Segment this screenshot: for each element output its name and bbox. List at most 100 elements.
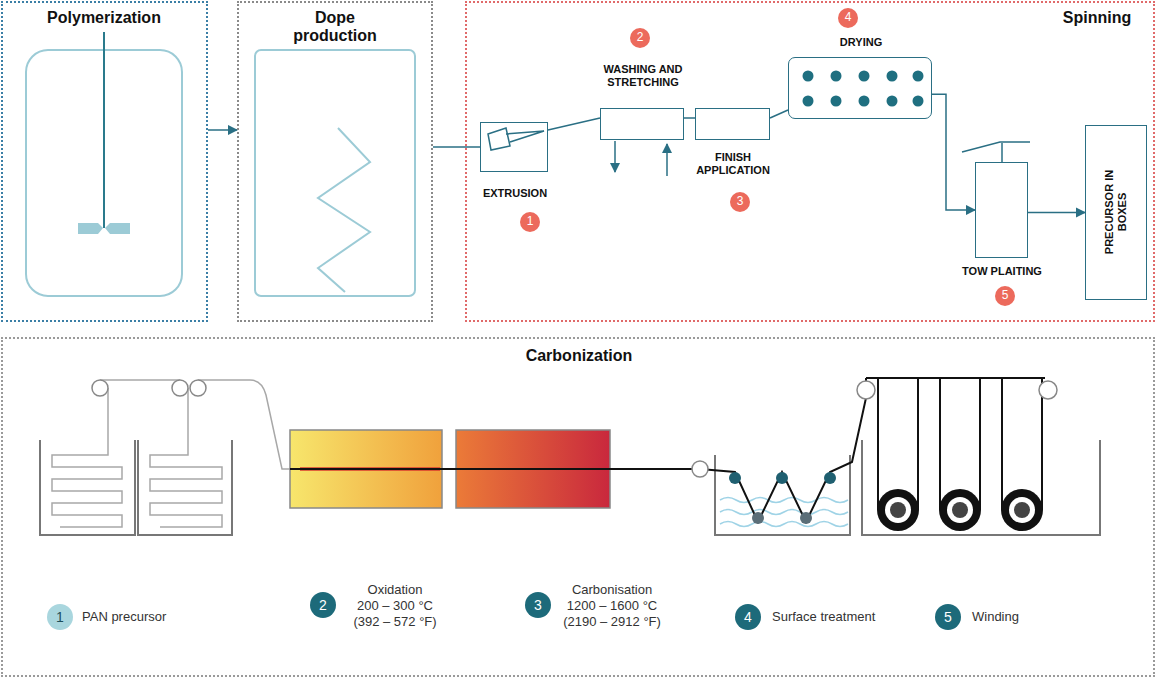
precursor-creel-bath: [40, 380, 290, 535]
winder: [1014, 502, 1030, 518]
spinneret-icon: [488, 128, 510, 150]
winder: [857, 381, 875, 399]
process-box: WASHING AND STRETCHING: [600, 108, 684, 140]
precursor-creel-bath: [172, 380, 188, 396]
step-caption: Carbonisation: [572, 583, 652, 598]
winder: [939, 489, 981, 531]
dope-mixer: [255, 50, 415, 296]
callout-number: 3: [525, 592, 551, 618]
winder: [1001, 489, 1043, 531]
callout-number: 5: [935, 604, 961, 630]
stage-panel: Polymerization: [1, 1, 208, 322]
winder: [1009, 497, 1035, 523]
surface-treatment-bath: [752, 512, 764, 524]
winder: [890, 502, 906, 518]
dryer-roller: [887, 71, 898, 82]
precursor-creel-bath: [52, 388, 122, 527]
stage-title: Carbonization: [479, 347, 679, 365]
process-box: EXTRUSION: [480, 122, 548, 172]
bath-flow-arrow: [614, 141, 616, 172]
step-caption: (2190 – 2912 °F): [563, 615, 661, 630]
plaiter-lid: [962, 142, 1030, 152]
dryer-roller: [803, 71, 924, 107]
dryer-roller: [913, 96, 924, 107]
surface-treatment-bath: [720, 498, 848, 527]
flow-connector: [433, 146, 480, 148]
flow-connector: [548, 118, 600, 130]
dryer-roller: [913, 71, 924, 82]
spinneret-icon: [488, 128, 544, 150]
fibre-tow: [290, 469, 700, 470]
dope-mixer: [318, 128, 370, 292]
step-label: TOW PLAITING: [947, 265, 1057, 278]
winder: [857, 378, 1100, 535]
callout-number: 4: [735, 604, 761, 630]
bath-flow-arrow: [615, 141, 667, 176]
step-caption: 200 – 300 °C: [357, 599, 433, 614]
surface-treatment-bath: [692, 461, 708, 477]
dryer-roller: [859, 71, 870, 82]
step-caption: Oxidation: [368, 583, 423, 598]
process-box: DRYING: [788, 57, 932, 119]
plaiter-lid: [1001, 143, 1003, 162]
winder: [1039, 381, 1057, 399]
precursor-creel-bath: [92, 380, 108, 396]
step-caption: (392 – 572 °F): [353, 615, 436, 630]
surface-treatment-bath: [692, 378, 866, 535]
dryer-roller: [831, 96, 842, 107]
tow-line: [684, 110, 788, 118]
dope-mixer: [255, 50, 415, 296]
fibre-tow: [290, 468, 700, 470]
stage-panel: EXTRUSIONWASHING AND STRETCHINGFINISH AP…: [465, 1, 1155, 322]
step-caption: Winding: [972, 610, 1019, 625]
winder: [952, 502, 968, 518]
winder: [877, 489, 919, 531]
step-caption: 1200 – 1600 °C: [567, 599, 658, 614]
dryer-roller: [887, 96, 898, 107]
stage-title: Dope production: [275, 9, 395, 46]
surface-treatment-bath: [800, 512, 812, 524]
reactor-vessel: [26, 32, 182, 296]
process-box: FINISH APPLICATION: [695, 108, 770, 140]
step-caption: Surface treatment: [772, 610, 875, 625]
precursor-creel-bath: [190, 380, 206, 396]
reactor-vessel: [78, 223, 103, 234]
winder: [947, 497, 973, 523]
callout-number: 2: [630, 28, 650, 48]
callout-number: 1: [520, 212, 540, 232]
tow-line: [684, 117, 695, 119]
flow-connector: [932, 94, 975, 210]
dryer-roller: [803, 71, 814, 82]
surface-treatment-bath: [729, 472, 741, 484]
reactor-vessel: [105, 223, 130, 234]
reactor-vessel: [103, 32, 105, 228]
precursor-creel-bath: [150, 388, 222, 527]
dryer-roller: [831, 71, 842, 82]
step-label: WASHING AND STRETCHING: [593, 63, 693, 88]
step-label: DRYING: [811, 36, 911, 49]
step-caption: PAN precursor: [82, 610, 166, 625]
surface-treatment-bath: [776, 472, 788, 484]
winder: [885, 497, 911, 523]
callout-number: 3: [730, 192, 750, 212]
step-label: FINISH APPLICATION: [688, 151, 778, 176]
plaiter-lid: [962, 142, 1030, 162]
step-label: EXTRUSION: [465, 187, 565, 200]
callout-number: 5: [995, 286, 1015, 306]
vertical-label: PRECURSOR IN BOXES: [1103, 165, 1128, 260]
tow-line: [770, 110, 788, 118]
product-box: PRECURSOR IN BOXES: [1085, 125, 1147, 300]
callout-number: 2: [310, 592, 336, 618]
callout-number: 4: [838, 8, 858, 28]
surface-treatment-bath: [700, 378, 866, 522]
bath-flow-arrow: [666, 144, 668, 176]
stage-title: Polymerization: [14, 9, 194, 27]
surface-treatment-bath: [715, 455, 850, 535]
precursor-creel-bath: [100, 380, 290, 469]
process-box: TOW PLAITING: [975, 162, 1028, 258]
surface-treatment-bath: [824, 472, 836, 484]
callout-number: 1: [47, 604, 73, 630]
